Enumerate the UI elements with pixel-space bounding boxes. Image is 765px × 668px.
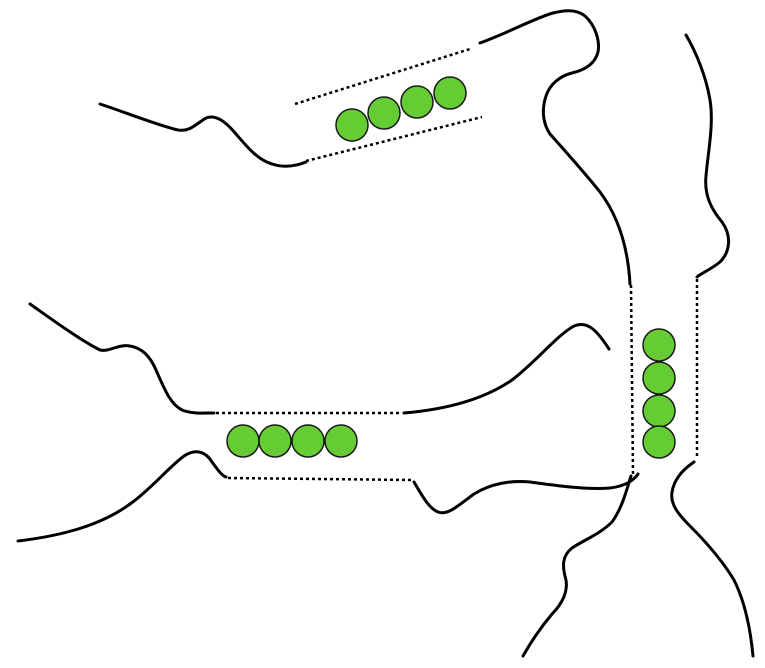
particle bbox=[226, 424, 260, 458]
particle bbox=[335, 108, 369, 142]
particles-upper-channel bbox=[335, 76, 467, 142]
upper-channel-upper-boundary bbox=[294, 47, 471, 106]
right-channel-right-wall-lower bbox=[670, 460, 755, 658]
left-channel bbox=[16, 302, 640, 543]
particle bbox=[642, 361, 676, 395]
left-channel-lower-wall-right bbox=[412, 472, 640, 515]
particle bbox=[642, 394, 676, 428]
left-channel-upper-wall-left bbox=[28, 302, 216, 415]
left-channel-lower-wall-left bbox=[16, 450, 228, 543]
particles-right-channel bbox=[642, 328, 676, 459]
left-channel-lower-boundary bbox=[227, 476, 413, 482]
particle bbox=[433, 76, 467, 110]
right-channel bbox=[521, 33, 755, 658]
particles-left-channel bbox=[226, 424, 358, 458]
upper-channel-lower-boundary bbox=[305, 115, 483, 163]
particle bbox=[642, 425, 676, 459]
right-channel-left-boundary bbox=[629, 284, 635, 475]
upper-channel-lower-wall bbox=[98, 102, 308, 168]
particle bbox=[324, 424, 358, 458]
particle bbox=[258, 424, 292, 458]
right-channel-left-wall-lower bbox=[521, 474, 633, 658]
particle bbox=[291, 424, 325, 458]
left-channel-upper-wall-right bbox=[402, 323, 611, 415]
upper-channel bbox=[98, 9, 632, 286]
upper-channel-upper-wall bbox=[478, 9, 632, 286]
particle bbox=[367, 96, 401, 130]
right-channel-right-wall-upper bbox=[684, 33, 730, 279]
particle bbox=[642, 328, 676, 362]
particle bbox=[400, 85, 434, 119]
